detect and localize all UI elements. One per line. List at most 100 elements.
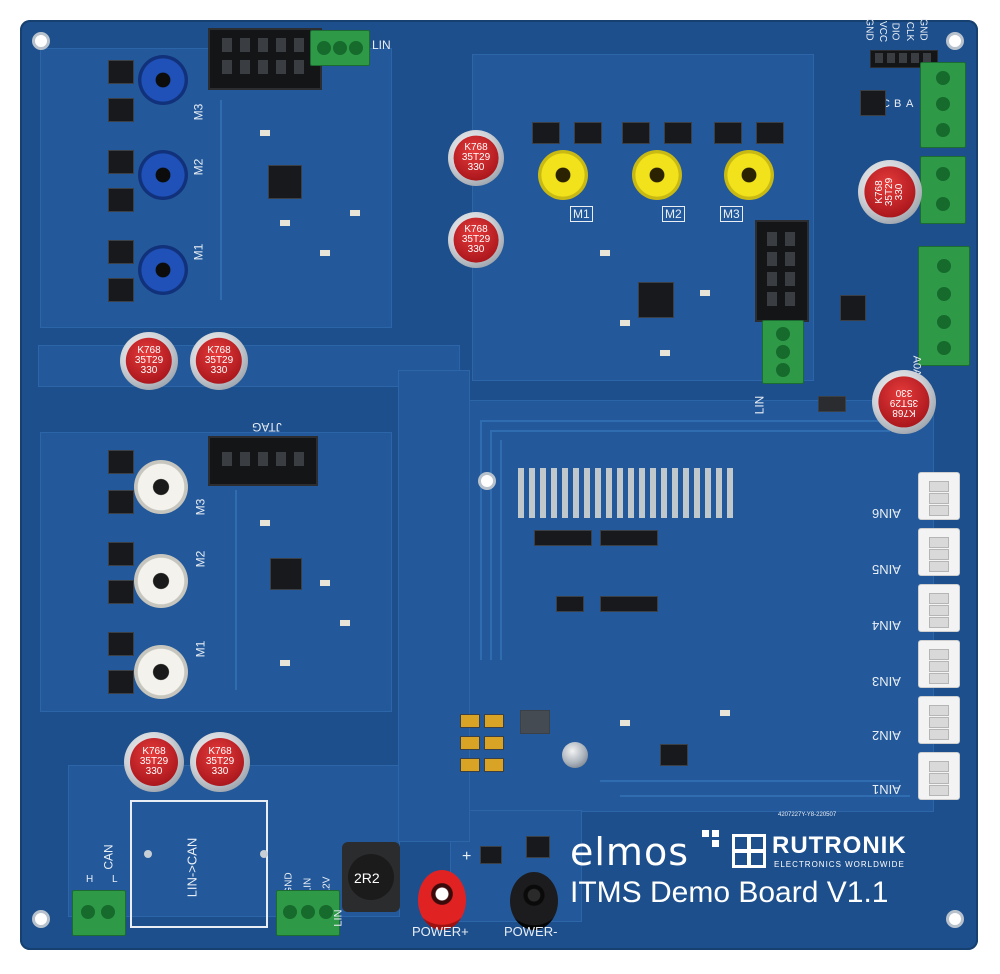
power-plus-jack[interactable] — [418, 870, 466, 930]
can-l-label: L — [112, 874, 118, 885]
jtag-header[interactable] — [208, 436, 318, 486]
inductor-blue-m1 — [138, 245, 188, 295]
pour-center-band — [38, 345, 460, 387]
ain6-label: AIN6 — [872, 506, 901, 521]
inductor-yellow-m3 — [724, 150, 774, 200]
ain6-connector[interactable] — [918, 472, 960, 520]
mosfet — [108, 188, 134, 212]
m3-label-mid: M3 — [720, 206, 743, 222]
mosfet — [108, 278, 134, 302]
terminal-abc[interactable] — [920, 62, 966, 148]
inductor-blue-m3 — [138, 55, 188, 105]
abc-label: B — [894, 98, 902, 110]
protection-chip — [480, 846, 502, 864]
mosfet — [574, 122, 602, 144]
ain2-connector[interactable] — [918, 696, 960, 744]
opamp-chip — [600, 596, 658, 612]
inductor-yellow-m1 — [538, 150, 588, 200]
adc-chip — [660, 744, 688, 766]
opamp-chip — [556, 596, 584, 612]
inductor-white-m1 — [134, 645, 188, 699]
lin-can-label: LIN->CAN — [184, 837, 200, 898]
smd-resistor — [320, 580, 330, 586]
trace — [620, 795, 910, 797]
resistor-array — [518, 468, 738, 518]
lin-top-label: LIN — [372, 38, 391, 52]
mounting-hole — [946, 910, 964, 928]
rutronik-name: RUTRONIK — [772, 832, 907, 859]
power-inductor: 2R2 — [342, 842, 400, 912]
trace — [480, 420, 482, 660]
smd-resistor — [280, 220, 290, 226]
m2-label-low: M2 — [193, 550, 208, 568]
mosfet — [108, 632, 134, 656]
elmos-logo-squares — [702, 830, 722, 850]
m2-label-top: M2 — [191, 158, 206, 176]
lin-mid-label: LIN — [752, 395, 767, 415]
opamp-chip — [600, 530, 658, 546]
lin-terminal-mid[interactable] — [762, 320, 804, 384]
tantalum-capacitor — [460, 714, 480, 728]
m1-label-top: M1 — [191, 243, 206, 261]
ain1-label: AIN1 — [872, 782, 901, 797]
mosfet — [108, 150, 134, 174]
m1-label-low: M1 — [193, 640, 208, 658]
smd-resistor — [700, 290, 710, 296]
driver-chip — [860, 90, 886, 116]
inductor-yellow-m2 — [632, 150, 682, 200]
ain1-connector[interactable] — [918, 752, 960, 800]
can-terminal[interactable] — [72, 890, 126, 936]
mcu-chip — [638, 282, 674, 318]
mosfet — [108, 490, 134, 514]
smd-resistor — [600, 250, 610, 256]
board-title: ITMS Demo Board V1.1 — [570, 876, 889, 909]
trace — [500, 440, 502, 660]
gnd-lin-12v-terminal[interactable] — [276, 890, 340, 936]
trace — [600, 780, 900, 782]
ain3-label: AIN3 — [872, 674, 901, 689]
pin-header-vertical — [755, 220, 809, 322]
inductor-label: 2R2 — [354, 870, 380, 886]
ain3-connector[interactable] — [918, 640, 960, 688]
inductor-white-m2 — [134, 554, 188, 608]
inductor-blue-m2 — [138, 150, 188, 200]
m3-label-top: M3 — [191, 103, 206, 121]
ain5-connector[interactable] — [918, 528, 960, 576]
swd-pin-label: GND — [863, 18, 875, 41]
swd-pin-label: VCC — [877, 20, 889, 43]
regulator-chip — [526, 836, 550, 858]
pour-top-middle — [472, 54, 814, 381]
lin-terminal-top[interactable] — [310, 30, 370, 66]
terminal-analog-out[interactable] — [918, 246, 970, 366]
mosfet — [714, 122, 742, 144]
trace — [220, 100, 222, 300]
m1-label-mid: M1 — [570, 206, 593, 222]
jtag-label: JTAG — [252, 420, 282, 434]
smd-resistor — [260, 130, 270, 136]
power-minus-jack[interactable] — [510, 872, 558, 930]
pin-header — [208, 28, 322, 90]
can-h-label: H — [86, 874, 94, 885]
abc-label: A — [906, 98, 914, 110]
rutronik-tagline: ELECTRONICS WORLDWIDE — [774, 860, 905, 869]
mosfet — [108, 240, 134, 264]
pour-center-vertical — [398, 370, 470, 842]
ain4-connector[interactable] — [918, 584, 960, 632]
small-electrolytic-capacitor — [562, 742, 588, 768]
inductor-white-m3 — [134, 460, 188, 514]
terminal-power-right[interactable] — [920, 156, 966, 224]
opamp-chip — [534, 530, 592, 546]
date-code: 4207227Y-Y8-220507 — [778, 812, 837, 818]
ain5-label: AIN5 — [872, 562, 901, 577]
trace — [490, 430, 492, 660]
mosfet — [664, 122, 692, 144]
trace — [490, 430, 890, 432]
ain4-label: AIN4 — [872, 618, 901, 633]
smd-resistor — [350, 210, 360, 216]
smd-resistor — [620, 320, 630, 326]
mounting-hole — [32, 32, 50, 50]
